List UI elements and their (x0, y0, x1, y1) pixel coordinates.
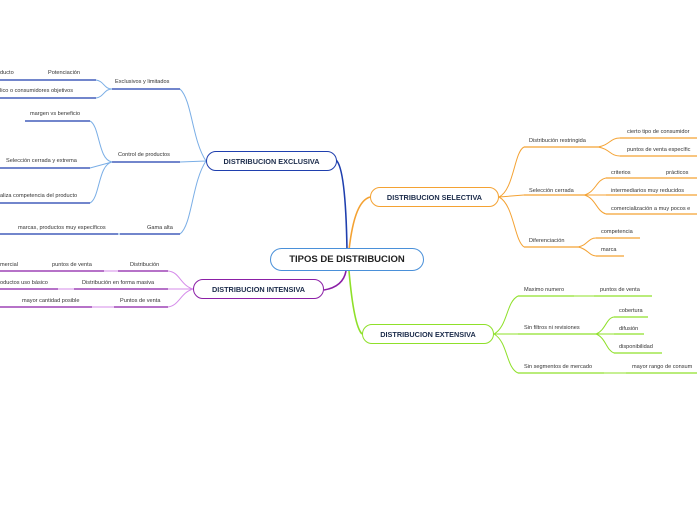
subtopic-competencia[interactable]: competencia (601, 229, 633, 235)
connector-filtros-leaves (595, 316, 615, 354)
subtopic-difusion[interactable]: difusión (619, 326, 639, 332)
subtopic-diferenciacion[interactable]: Diferenciación (529, 238, 565, 244)
intensiva-underlines (0, 270, 168, 308)
subtopic-puntos-especificos[interactable]: puntos de venta específic (627, 147, 691, 153)
subtopic-puntos-venta[interactable]: Puntos de venta (120, 298, 161, 304)
subtopic-mayor-rango[interactable]: mayor rango de consum (632, 364, 693, 370)
connector-restringida-leaves (597, 137, 621, 157)
subtopic-sin-segmentos[interactable]: Sin segmentos de mercado (524, 364, 593, 370)
subtopic-comercializacion[interactable]: comercialización a muy pocos e (611, 206, 691, 212)
subtopic-ducto[interactable]: ducto (0, 70, 14, 76)
central-topic[interactable]: TIPOS DE DISTRIBUCION (270, 248, 424, 271)
selectiva-connectors (348, 137, 697, 257)
main-topic-extensiva[interactable]: DISTRIBUCION EXTENSIVA (362, 324, 494, 344)
subtopic-sin-filtros[interactable]: Sin filtros ni revisiones (524, 325, 580, 331)
connector-control-leaves (89, 120, 113, 204)
extensiva-connectors (348, 270, 697, 374)
subtopic-maximo[interactable]: Maximo numero (524, 287, 565, 293)
subtopic-mercial[interactable]: mercial (0, 262, 19, 268)
subtopic-criterios[interactable]: criterios (611, 170, 631, 176)
connector-intensiva-sub (167, 270, 194, 308)
subtopic-disponibilidad[interactable]: disponibilidad (619, 344, 653, 350)
subtopic-uso-basico[interactable]: oductos uso básico (0, 280, 48, 286)
connector-exclusivos-leaves (95, 79, 113, 99)
intensiva-sub-connectors (58, 270, 194, 308)
connector-central-extensiva (348, 270, 363, 335)
connector-cerrada-leaves (583, 177, 607, 215)
main-topic-exclusiva[interactable]: DISTRIBUCION EXCLUSIVA (206, 151, 337, 171)
connector-extensiva-sub (493, 295, 519, 374)
subtopic-puntos-venta-int[interactable]: puntos de venta (52, 262, 92, 268)
subtopic-mayor-cantidad[interactable]: mayor cantidad posible (22, 298, 80, 304)
subtopic-cobertura[interactable]: cobertura (619, 308, 643, 314)
connector-central-selectiva (348, 196, 371, 251)
main-topic-selectiva[interactable]: DISTRIBUCION SELECTIVA (370, 187, 499, 207)
subtopic-cierto-consumidor[interactable]: cierto tipo de consumidor (627, 129, 690, 135)
subtopic-gama[interactable]: Gama alta (147, 225, 173, 231)
subtopic-restringida[interactable]: Distribución restringida (529, 138, 586, 144)
connector-selectiva-sub (498, 146, 525, 248)
connector-exclusiva-sub (179, 88, 207, 235)
subtopic-consumidores[interactable]: lico o consumidores objetivos (0, 88, 74, 94)
connector-central-exclusiva (335, 159, 348, 251)
subtopic-competencia-producto[interactable]: aliza competencia del producto (0, 193, 78, 199)
subtopic-marcas[interactable]: marcas, productos muy específicos (18, 225, 106, 231)
subtopic-margen[interactable]: margen vs beneficio (30, 111, 81, 117)
subtopic-practicos[interactable]: prácticos (666, 170, 689, 176)
exclusiva-connectors (0, 79, 348, 251)
main-topic-intensiva[interactable]: DISTRIBUCION INTENSIVA (193, 279, 324, 299)
subtopic-seleccion-cerrada[interactable]: Selección cerrada (529, 188, 574, 194)
subtopic-marca[interactable]: marca (601, 247, 617, 253)
subtopic-masiva[interactable]: Distribución en forma masiva (82, 280, 155, 286)
subtopic-distribucion[interactable]: Distribución (130, 262, 160, 268)
subtopic-control[interactable]: Control de productos (118, 152, 170, 158)
connector-diferenciacion-leaves (577, 237, 597, 257)
subtopic-exclusivos[interactable]: Exclusivos y limitados (115, 79, 170, 85)
connector-central-intensiva (323, 270, 347, 291)
subtopic-seleccion-extrema[interactable]: Selección cerrada y extrema (6, 158, 77, 164)
subtopic-puntos-venta-ext[interactable]: puntos de venta (600, 287, 640, 293)
intensiva-connectors (323, 270, 347, 291)
subtopic-potenciacion[interactable]: Potenciación (48, 70, 81, 76)
subtopic-intermediarios[interactable]: intermediarios muy reducidos (611, 188, 685, 194)
